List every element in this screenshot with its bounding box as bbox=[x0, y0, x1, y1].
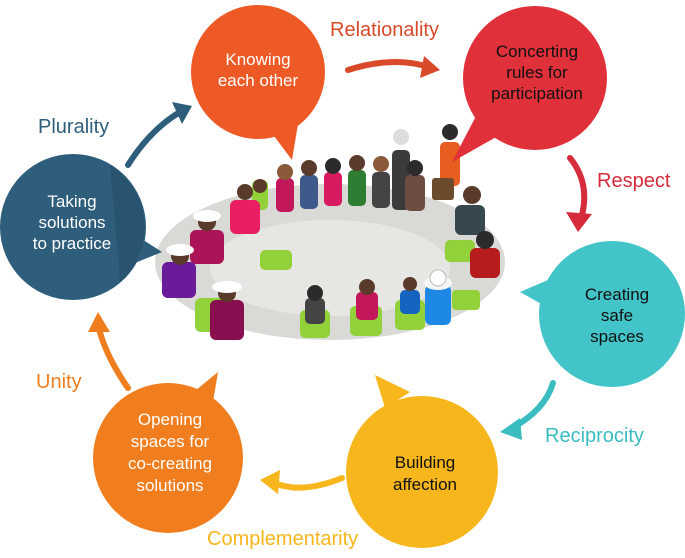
bubble-label-line: participation bbox=[491, 84, 583, 103]
participants-back-row bbox=[252, 124, 460, 212]
bubble-building-affection: Building affection bbox=[346, 375, 498, 548]
arrow-building-to-opening bbox=[269, 475, 345, 491]
bubble-knowing-each-other: Knowing each other bbox=[191, 5, 325, 160]
bubble-label-line: Creating bbox=[585, 285, 649, 304]
bubble-opening-spaces: Opening spaces for co-creating solutions bbox=[93, 372, 243, 533]
arrow-taking-to-knowing bbox=[125, 109, 183, 168]
bubble-concerting-rules: Concerting rules for participation bbox=[452, 6, 607, 162]
value-label-respect: Respect bbox=[597, 170, 671, 192]
value-label-unity: Unity bbox=[36, 371, 82, 393]
bubble-creating-safe-spaces: Creating safe spaces bbox=[520, 241, 685, 387]
participants-left-side bbox=[162, 184, 292, 340]
bubble-label-line: co-creating bbox=[128, 454, 212, 473]
value-label-complementarity: Complementarity bbox=[207, 528, 358, 550]
bubble-label-line: affection bbox=[393, 475, 457, 494]
bubble-label-line: Concerting bbox=[496, 42, 578, 61]
bubble-label-line: rules for bbox=[506, 63, 568, 82]
bubble-label-line: Knowing bbox=[225, 50, 290, 69]
cycle-arrows bbox=[88, 56, 592, 494]
group-photo bbox=[155, 124, 505, 340]
bubble-label-line: Building bbox=[395, 453, 456, 472]
bubble-label-line: solutions bbox=[38, 213, 105, 232]
arrow-concerting-to-creating bbox=[567, 155, 588, 225]
arrow-knowing-to-concerting bbox=[345, 59, 435, 73]
bubble-label-line: Taking bbox=[47, 192, 96, 211]
bubble-label-line: solutions bbox=[136, 476, 203, 495]
value-label-relationality: Relationality bbox=[330, 19, 439, 41]
bubble-label-line: each other bbox=[218, 71, 299, 90]
value-label-reciprocity: Reciprocity bbox=[545, 425, 644, 447]
bubble-label-line: Opening bbox=[138, 410, 202, 429]
bubble-label-line: spaces bbox=[590, 327, 644, 346]
value-labels: Relationality Respect Reciprocity Comple… bbox=[36, 19, 671, 550]
value-label-plurality: Plurality bbox=[38, 116, 109, 138]
arrow-opening-to-taking bbox=[95, 322, 131, 391]
bubble-label-line: to practice bbox=[33, 234, 111, 253]
participants-right-side bbox=[424, 186, 500, 325]
bubble-taking-solutions: Taking solutions to practice bbox=[0, 154, 162, 300]
participants-front-row bbox=[300, 277, 425, 338]
bubble-label-line: safe bbox=[601, 306, 633, 325]
bubble-label-line: spaces for bbox=[131, 432, 210, 451]
